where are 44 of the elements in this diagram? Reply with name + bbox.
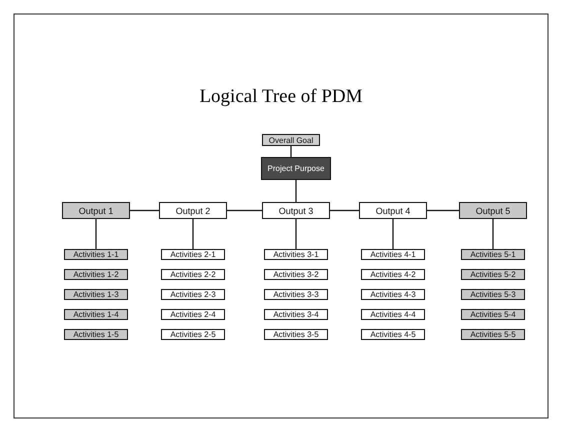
- diagram-title: Logical Tree of PDM: [198, 86, 364, 108]
- activity-box: Activities 3-2: [264, 269, 328, 280]
- connector-line: [95, 219, 97, 249]
- activity-box: Activities 4-4: [361, 309, 425, 320]
- activity-box: Activities 3-1: [264, 249, 328, 260]
- activity-box: Activities 2-4: [161, 309, 225, 320]
- connector-line: [290, 146, 292, 157]
- activity-box: Activities 1-4: [64, 309, 128, 320]
- connector-line: [492, 219, 494, 249]
- output-box: Output 4: [359, 202, 427, 219]
- output-box: Output 2: [159, 202, 227, 219]
- activity-box: Activities 4-5: [361, 329, 425, 340]
- activity-box: Activities 2-5: [161, 329, 225, 340]
- connector-line: [392, 219, 394, 249]
- connector-line: [295, 180, 297, 202]
- activity-box: Activities 5-1: [461, 249, 525, 260]
- activity-box: Activities 2-2: [161, 269, 225, 280]
- activity-box: Activities 2-1: [161, 249, 225, 260]
- activity-box: Activities 5-4: [461, 309, 525, 320]
- connector-line: [192, 219, 194, 249]
- activity-box: Activities 3-4: [264, 309, 328, 320]
- connector-line: [130, 210, 159, 212]
- connector-line: [227, 210, 262, 212]
- activity-box: Activities 1-5: [64, 329, 128, 340]
- goal-box: Overall Goal: [262, 134, 320, 146]
- activity-box: Activities 5-2: [461, 269, 525, 280]
- activity-box: Activities 5-5: [461, 329, 525, 340]
- activity-box: Activities 4-1: [361, 249, 425, 260]
- activity-box: Activities 2-3: [161, 289, 225, 300]
- output-box: Output 5: [459, 202, 527, 219]
- activity-box: Activities 1-1: [64, 249, 128, 260]
- output-box: Output 3: [262, 202, 330, 219]
- activity-box: Activities 3-3: [264, 289, 328, 300]
- activity-box: Activities 5-3: [461, 289, 525, 300]
- activity-box: Activities 4-2: [361, 269, 425, 280]
- purpose-box: Project Purpose: [261, 157, 331, 180]
- connector-line: [330, 210, 359, 212]
- connector-line: [295, 219, 297, 249]
- activity-box: Activities 1-2: [64, 269, 128, 280]
- activity-box: Activities 1-3: [64, 289, 128, 300]
- activity-box: Activities 3-5: [264, 329, 328, 340]
- connector-line: [427, 210, 459, 212]
- activity-box: Activities 4-3: [361, 289, 425, 300]
- output-box: Output 1: [62, 202, 130, 219]
